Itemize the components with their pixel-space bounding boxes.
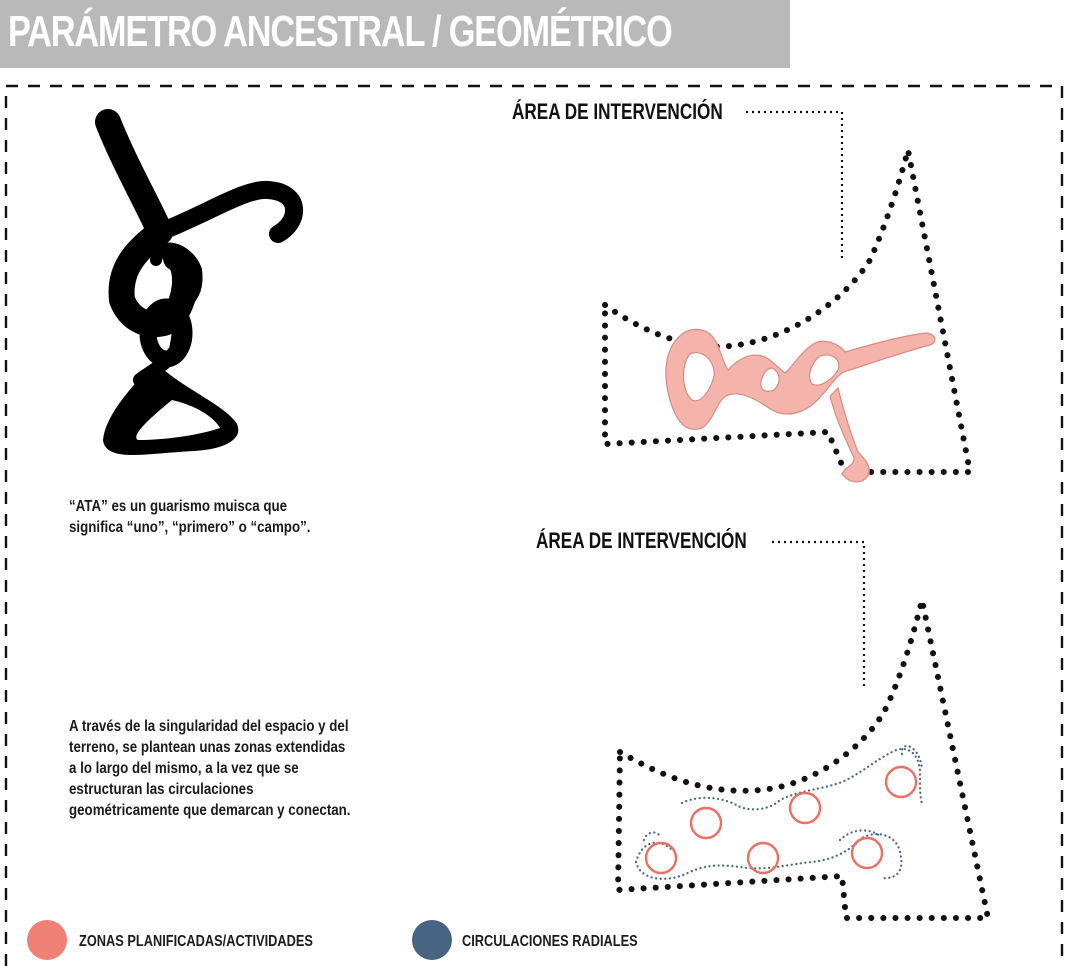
legend-label-circulation: CIRCULACIONES RADIALES: [462, 933, 638, 950]
ata-muisca-numeral-icon: [95, 109, 303, 455]
page-title: PARÁMETRO ANCESTRAL / GEOMÉTRICO: [8, 7, 673, 56]
leader-line-top: [746, 110, 844, 262]
symbol-caption: “ATA” es un guarismo muisca que signific…: [69, 498, 311, 536]
area-label-top: ÁREA DE INTERVENCIÓN: [512, 99, 723, 124]
zone-circle: [788, 791, 822, 825]
title-bar: PARÁMETRO ANCESTRAL / GEOMÉTRICO: [0, 0, 790, 68]
zone-circle: [884, 765, 918, 799]
zone-circle: [644, 841, 678, 875]
legend-label-zones: ZONAS PLANIFICADAS/ACTIVIDADES: [79, 933, 313, 950]
ata-symbol-overlay: [665, 328, 936, 483]
zone-circle: [689, 806, 723, 840]
legend-dot-circulation: [412, 920, 452, 960]
description-text: A través de la singularidad del espacio …: [69, 718, 351, 819]
site-outline-top: [602, 149, 974, 475]
zone-circle: [850, 836, 884, 870]
leader-line-bottom: [772, 540, 866, 690]
zone-circle: [746, 841, 780, 875]
area-label-bottom: ÁREA DE INTERVENCIÓN: [536, 528, 747, 553]
activity-zones: [644, 765, 918, 875]
site-outline-bottom: [614, 599, 992, 921]
circulation-paths: [634, 744, 924, 880]
legend-dot-zones: [27, 920, 67, 960]
